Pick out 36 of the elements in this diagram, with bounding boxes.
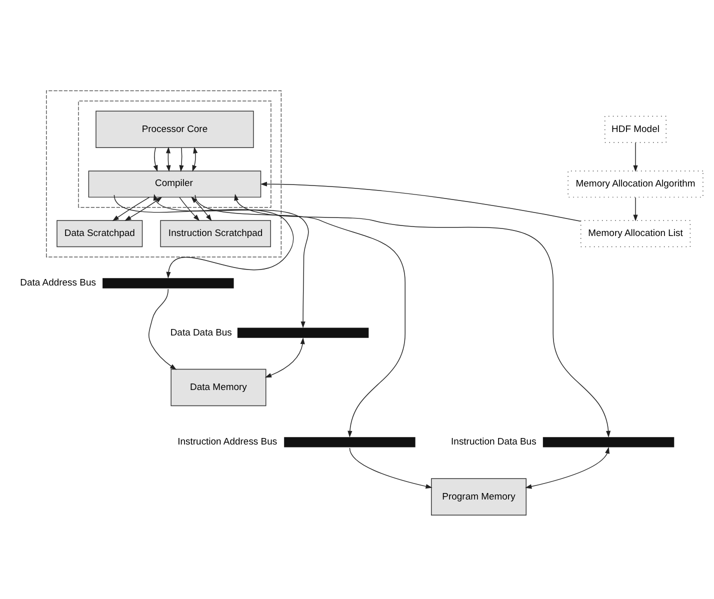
node-bar [102,278,234,288]
arrow [194,194,406,437]
node-box: Compiler [88,170,262,198]
node-label: Data Data Bus [170,326,232,338]
node-box: Memory Allocation List [580,220,691,247]
node-label: Instruction Address Bus [178,436,278,448]
node-box: Memory Allocation Algorithm [568,170,704,198]
arrow [264,337,305,378]
node-bar [542,436,674,447]
arrow [525,446,610,488]
arrow [166,146,171,172]
node-box: HDF Model [604,115,666,142]
node-box: Program Memory [431,478,527,515]
node-box: Data Memory [170,368,266,406]
arrow [234,193,611,437]
arrow [148,288,177,370]
arrow [112,196,150,221]
cluster [78,100,272,208]
node-box: Data Scratchpad [56,220,143,247]
node-bar [284,436,416,447]
cluster [46,90,282,257]
arrow [191,196,212,221]
arrow [153,146,158,172]
node-label: Instruction Data Bus [451,436,536,448]
arrow [192,146,198,172]
node-label: Data Address Bus [20,277,96,288]
node-bar [237,327,369,338]
arrow [153,193,309,328]
arrow [633,196,638,221]
arrow [633,142,638,172]
node-box: Instruction Scratchpad [160,220,271,247]
node-box: Processor Core [96,110,254,148]
arrow [179,146,184,172]
arrow [349,447,432,488]
arrow [260,181,582,222]
arrow [179,196,200,220]
